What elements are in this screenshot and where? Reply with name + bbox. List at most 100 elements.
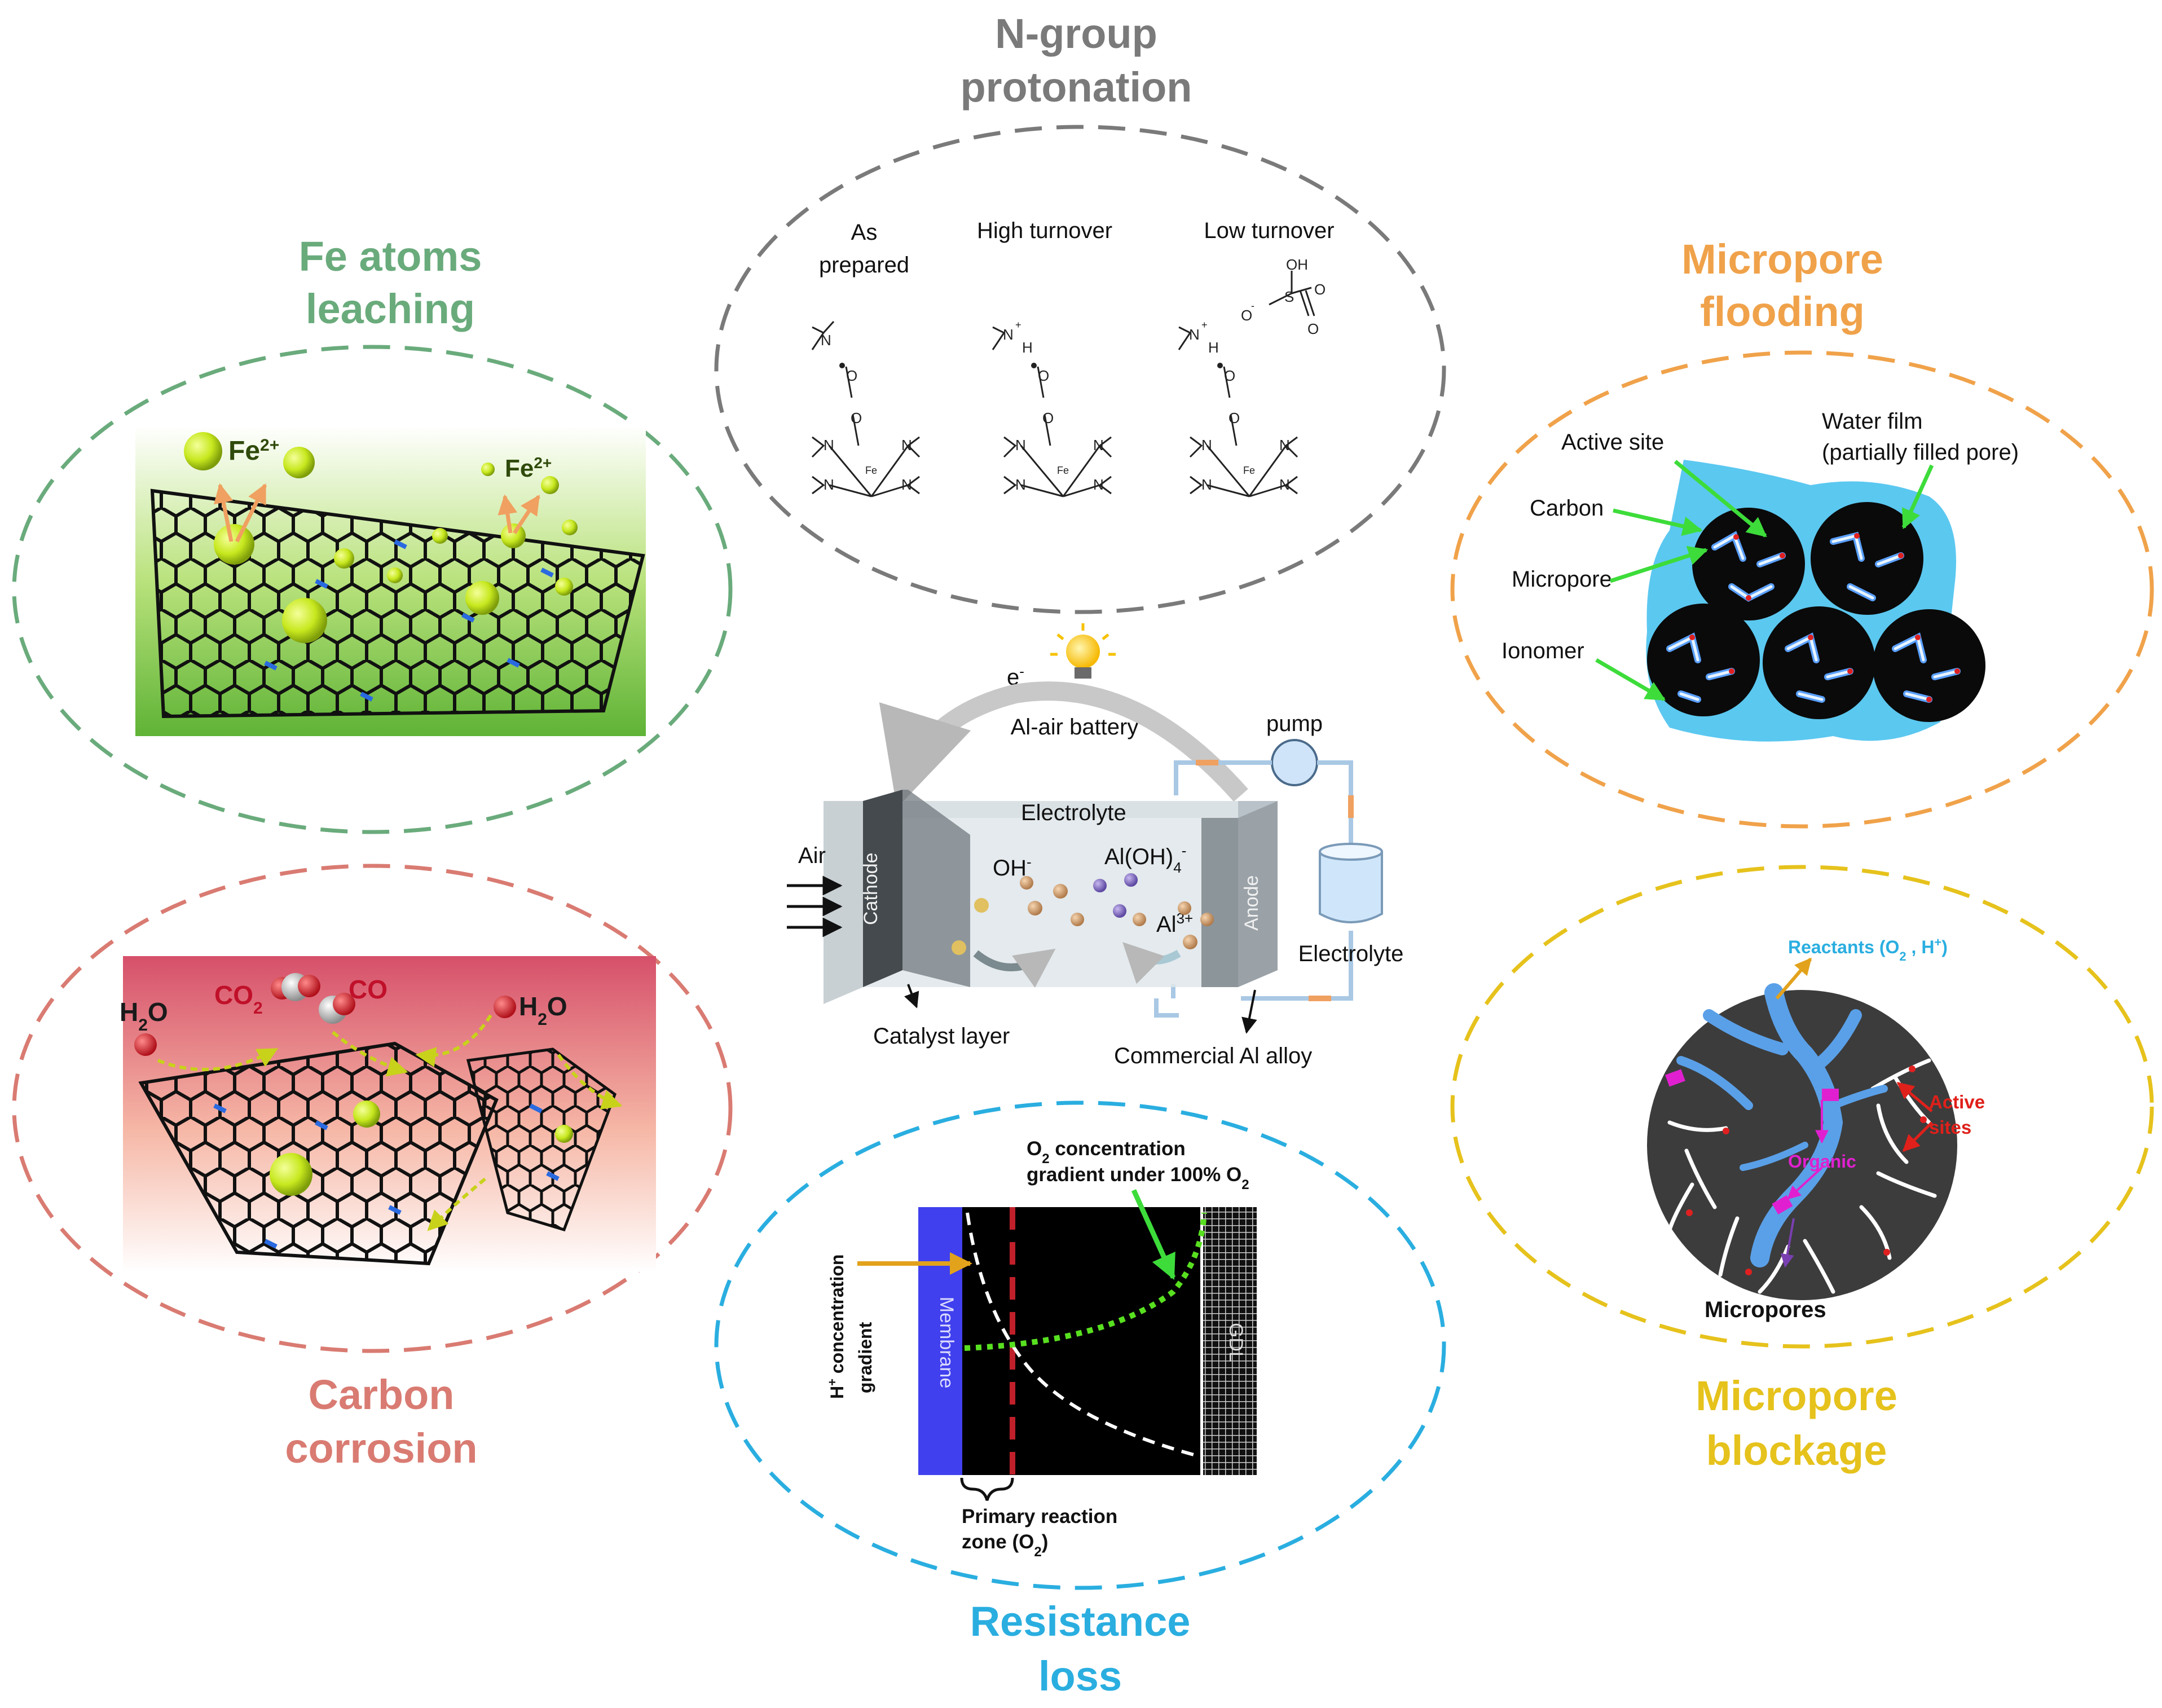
ellipse-n-protonation: [714, 125, 1446, 614]
svg-text:H: H: [1208, 339, 1219, 356]
white-micropores: [1667, 1058, 1937, 1294]
svg-text:O: O: [851, 410, 862, 426]
title-blockage-line2: blockage: [1706, 1427, 1887, 1474]
graphene-outline: [150, 488, 645, 719]
svg-text:Fe: Fe: [1057, 465, 1069, 476]
micropores-label: Micropores: [1705, 1297, 1826, 1322]
corrosion-graphene-fragment: [468, 1049, 615, 1230]
reactants-label: Reactants (O2 , H+): [1788, 935, 1948, 963]
panel-fe-leaching: Fe atoms leaching: [12, 233, 733, 834]
corrosion-nitrogen-dopants: [213, 1103, 560, 1249]
svg-text:N: N: [1003, 326, 1014, 343]
electron-label: e-: [1007, 663, 1024, 690]
title-resistance-line1: Resistance: [970, 1598, 1191, 1645]
svg-text:O: O: [1038, 367, 1049, 384]
structure-as-prepared: [811, 320, 921, 498]
blockage-active-dots: [1686, 1066, 1927, 1275]
panel-micropore-flooding: Micropore flooding: [1450, 236, 2154, 829]
title-fe-leaching-line1: Fe atoms: [299, 233, 482, 280]
label-carbon: Carbon: [1530, 496, 1604, 521]
leaching-arrows: [214, 483, 540, 543]
structure-as-prepared-atoms: N O O N N N N Fe: [821, 332, 912, 493]
title-corrosion-line2: corrosion: [285, 1425, 477, 1472]
corrosion-arrows: [157, 1014, 623, 1231]
anode-plate: [1238, 801, 1278, 987]
active-site-dots: [1689, 533, 1960, 702]
co-label: CO: [349, 975, 388, 1004]
svg-text:O: O: [1307, 320, 1319, 337]
svg-text:O: O: [1042, 410, 1054, 426]
svg-text:N: N: [1189, 326, 1200, 343]
svg-text:N: N: [901, 476, 912, 493]
label-active-site: Active site: [1561, 430, 1664, 455]
title-corrosion-line1: Carbon: [309, 1371, 455, 1418]
title-flooding-line2: flooding: [1700, 288, 1865, 335]
pipe-top: [1174, 760, 1353, 849]
svg-text:O: O: [1228, 410, 1240, 426]
panel-carbon-corrosion: H2O CO2 CO H2O Carbon corrosion: [12, 864, 733, 1472]
col-high-turnover: High turnover: [977, 218, 1112, 243]
svg-text:N: N: [901, 437, 912, 454]
fe2-label-left: Fe2+: [228, 436, 279, 466]
catalyst-layer-label: Catalyst layer: [873, 1024, 1010, 1049]
pump-label: pump: [1266, 711, 1323, 736]
col-as-prepared-2: prepared: [819, 253, 909, 278]
svg-text:+: +: [1015, 319, 1021, 331]
panel-resistance-loss: Membrane GDL O2 concentration gradient u…: [714, 1100, 1446, 1700]
ellipse-fe-leaching: [12, 345, 733, 834]
svg-text:S: S: [1284, 288, 1294, 305]
panel-micropore-blockage: Reactants (O2 , H+) Active sites Organic…: [1450, 865, 2154, 1474]
label-water-film-1: Water film: [1822, 409, 1923, 434]
title-fe-leaching-line2: leaching: [306, 285, 475, 332]
flooding-callout-arrows: [1595, 460, 1934, 702]
svg-text:N: N: [1279, 476, 1290, 493]
structure-low-turnover-atoms: N + H O - S OH O O O O N N N N Fe: [1189, 256, 1326, 493]
nitrogen-dopants: [236, 536, 554, 702]
o2-gradient-label-1: O2 concentration: [1027, 1138, 1186, 1166]
svg-text:+: +: [1201, 319, 1208, 331]
reaction-zone-label-1: Primary reaction: [962, 1505, 1117, 1527]
col-low-turnover: Low turnover: [1204, 218, 1334, 243]
lightbulb-icon: [1066, 635, 1100, 668]
svg-text:N: N: [1015, 437, 1026, 454]
h2o-right: H2O: [519, 992, 567, 1029]
ellipse-blockage: [1450, 865, 2154, 1349]
ellipse-corrosion: [12, 864, 733, 1353]
h-concentration-curve: [966, 1212, 1196, 1457]
gdl-layer: [1203, 1207, 1257, 1475]
electrolyte-tank: [1319, 851, 1383, 923]
catalyst-layer-plate: [863, 790, 902, 987]
svg-text:N: N: [1201, 437, 1212, 454]
reaction-zone-label-2: zone (O2): [962, 1531, 1048, 1560]
panel-n-protonation: N-group protonation As prepared High tur…: [714, 10, 1446, 614]
fe-atoms: [184, 432, 578, 643]
pump-icon: [1271, 739, 1318, 786]
electron-flow-arrow: [879, 681, 1248, 808]
battery-title: Al-air battery: [1011, 715, 1139, 739]
o2-gradient-label-2: gradient under 100% O2: [1027, 1164, 1249, 1192]
oh-label: OH-: [993, 853, 1032, 881]
title-n-protonation-line2: protonation: [960, 64, 1192, 111]
ellipse-resistance: [714, 1100, 1446, 1590]
aloh4-label: Al(OH)4-: [1104, 842, 1186, 876]
electrolyte-ions: [952, 873, 1214, 955]
svg-text:-: -: [1251, 300, 1254, 311]
electrolyte-tank-label: Electrolyte: [1298, 941, 1404, 966]
svg-text:O: O: [1224, 367, 1235, 384]
ellipse-flooding: [1450, 350, 2154, 829]
h2o-left: H2O: [120, 997, 168, 1035]
label-micropore: Micropore: [1512, 567, 1612, 592]
title-blockage-line1: Micropore: [1696, 1372, 1897, 1419]
svg-text:Fe: Fe: [865, 465, 877, 476]
svg-text:O: O: [1241, 307, 1252, 324]
col-as-prepared-1: As: [851, 220, 878, 245]
svg-text:N: N: [1015, 476, 1026, 493]
label-ionomer: Ionomer: [1501, 639, 1584, 663]
corrosion-molecules: [134, 973, 573, 1196]
structure-high-turnover: [992, 326, 1112, 498]
commercial-al-label: Commercial Al alloy: [1114, 1044, 1312, 1068]
co2-label: CO2: [214, 980, 263, 1018]
cathode-plate: [824, 801, 863, 1004]
organic-label: Organic: [1788, 1151, 1856, 1172]
